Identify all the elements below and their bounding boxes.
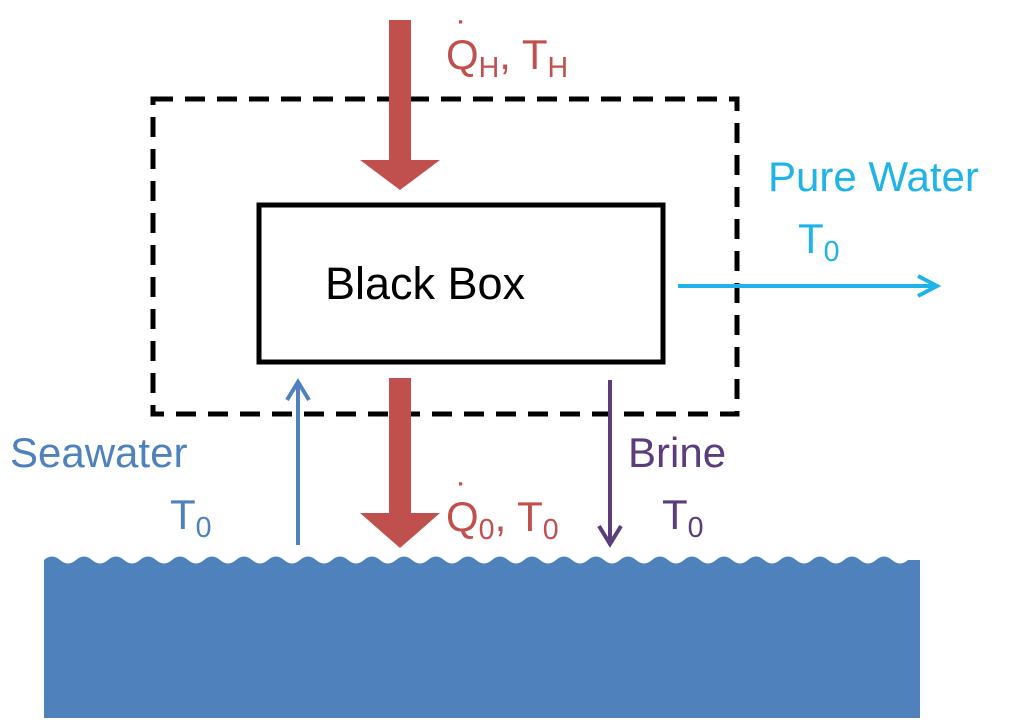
pure-water-label: Pure Water: [768, 153, 979, 200]
seawater-inflow-arrow: [285, 378, 311, 545]
seawater-temperature: T0: [170, 491, 212, 543]
seawater-label: Seawater: [10, 429, 188, 476]
control-volume-boundary: [150, 96, 740, 417]
heat-output-label: Q0, T0: [446, 493, 559, 545]
black-box: [256, 202, 666, 365]
seawater-temp-symbol: T: [170, 491, 196, 538]
pure-water-outflow-arrow: [678, 274, 942, 298]
brine-outflow-arrow: [597, 380, 623, 548]
heat-input-temp-subscript: H: [547, 51, 569, 84]
heat-input-symbol: Q: [446, 34, 479, 76]
heat-input-temp-symbol: , T: [499, 31, 548, 78]
heat-input-label: QH, TH: [446, 31, 568, 83]
pure-water-temp-subscript: 0: [823, 235, 840, 268]
black-box-label: Black Box: [325, 258, 526, 309]
heat-input-arrow: [360, 20, 440, 190]
brine-label: Brine: [628, 429, 727, 476]
pure-water-temperature: T0: [798, 215, 840, 267]
seawater-temp-subscript: 0: [195, 511, 212, 544]
brine-temperature: T0: [662, 491, 704, 543]
heat-output-symbol: Q: [446, 496, 479, 538]
sea-water-body: [44, 556, 920, 718]
heat-input-subscript: H: [478, 51, 500, 84]
heat-output-subscript: 0: [478, 513, 495, 546]
pure-water-temp-symbol: T: [798, 215, 824, 262]
brine-temp-subscript: 0: [687, 511, 704, 544]
heat-output-arrow: [360, 378, 440, 548]
brine-temp-symbol: T: [662, 491, 688, 538]
heat-output-temp-symbol: , T: [494, 493, 543, 540]
heat-output-temp-subscript: 0: [542, 513, 559, 546]
